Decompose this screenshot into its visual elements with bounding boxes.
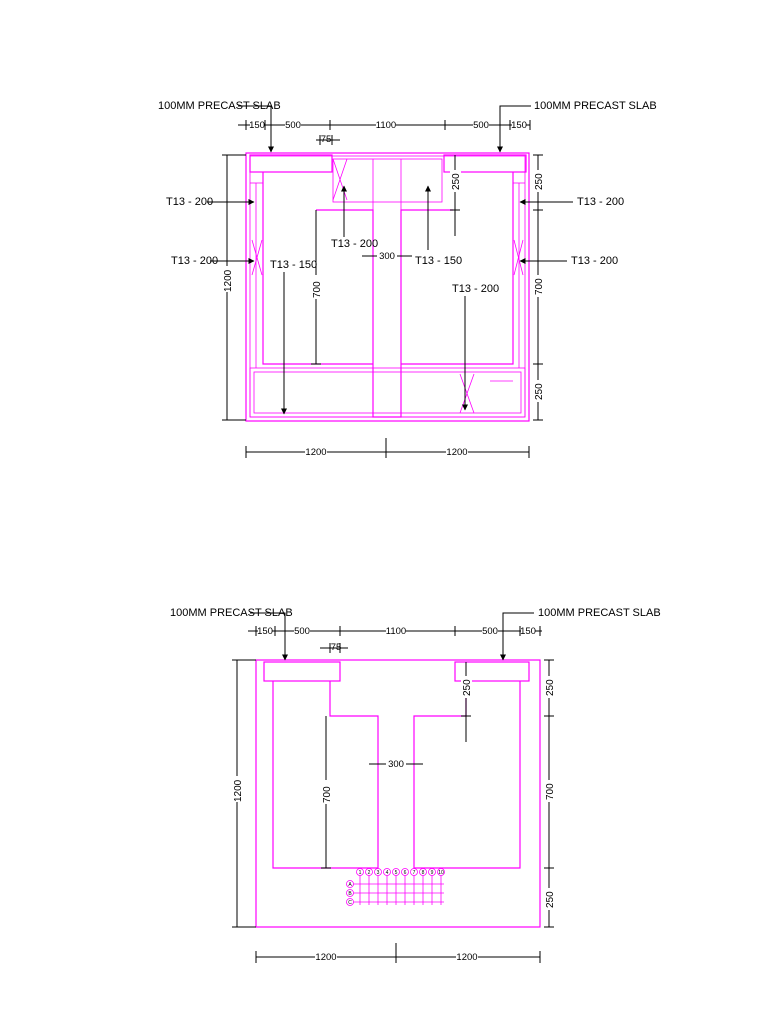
grid-row-bubble [346,889,354,897]
bottom-dim-1200-height: 1200 [233,779,244,802]
grid-row-label: C [348,900,352,906]
grid-row-bubble [346,898,354,906]
top-slab-label-left: 100MM PRECAST SLAB [158,100,281,112]
top-dim-250-bottom: 250 [534,383,545,400]
top-dim-500-right: 500 [473,120,489,131]
bottom-dim-150-left: 150 [257,626,273,637]
grid-column-label: 6 [404,870,407,876]
bottom-slab-label-left: 100MM PRECAST SLAB [170,607,293,619]
top-dim-1100: 1100 [376,120,396,131]
top-slab-right [443,154,527,173]
grid-column-bubble [374,868,382,876]
grid-column-label: 3 [377,870,380,876]
top-pier-cap [332,158,443,203]
bottom-dim-500-left: 500 [294,626,310,637]
bottom-dim-1200-right: 1200 [456,952,477,963]
grid-row-label: A [348,882,352,888]
bottom-dim-250-bottom: 250 [545,891,556,908]
grid-column-bubble [410,868,418,876]
bottom-slab-label-right: 100MM PRECAST SLAB [538,607,661,619]
grid-column-label: 5 [395,870,398,876]
bottom-chamber-left [272,681,379,869]
grid-column-bubble [428,868,436,876]
top-slab-label-right: 100MM PRECAST SLAB [534,100,657,112]
grid-column-label: 9 [431,870,434,876]
grid-column-bubble [365,868,373,876]
top-slab-left [249,154,333,173]
bottom-dim-250-right: 250 [545,679,556,696]
grid-column-bubble [383,868,391,876]
top-dim-500-left: 500 [285,120,301,131]
bottom-dim-150-right: 150 [520,626,536,637]
top-chamber-left [262,172,373,365]
bottom-chamber-right [413,681,521,869]
top-dim-700-right: 700 [534,278,545,295]
top-rebar-label-8: T13 - 200 [452,283,499,295]
grid-column-label: 1 [359,870,362,876]
top-dim-1200-height: 1200 [223,269,234,292]
grid-column-bubble [437,868,445,876]
top-rebar-label-3: T13 - 200 [171,255,218,267]
top-dim-150-right: 150 [511,120,527,131]
top-section-drawing: 150 500 1100 500 150 75 100MM PRECAST SL… [158,100,657,458]
top-dim-1200-right: 1200 [446,447,467,458]
grid-column-label: 4 [386,870,389,876]
top-base-slab [249,367,526,418]
grid-column-bubble [392,868,400,876]
grid-row-label: B [348,891,352,897]
top-dim-1200-left: 1200 [305,447,326,458]
bottom-dim-700-right: 700 [545,783,556,800]
grid-column-label: 10 [438,870,444,876]
top-dim-150-left: 150 [249,120,265,131]
bottom-dim-700-left: 700 [322,786,333,803]
bottom-dim-250-inner: 250 [462,679,473,696]
bottom-dim-500-right: 500 [482,626,498,637]
top-rebar-label-6: T13 - 200 [331,238,378,250]
bottom-slab-left [263,661,341,682]
bottom-slab-right [454,661,530,682]
grid-column-label: 7 [413,870,416,876]
grid-column-label: 8 [422,870,425,876]
bottom-outer-wall [255,659,541,928]
bottom-dim-1200-left: 1200 [315,952,336,963]
bottom-dim-300: 300 [388,759,404,770]
top-dim-75: 75 [321,134,332,145]
grid-column-bubble [356,868,364,876]
top-rebar-label-7: T13 - 150 [415,255,462,267]
top-rebar-label-4: T13 - 200 [571,255,618,267]
top-rebar-label-1: T13 - 200 [166,196,213,208]
top-dim-250-right: 250 [534,173,545,190]
top-chamber-right [401,172,514,365]
grid-column-bubble [401,868,409,876]
bottom-dim-1100: 1100 [386,626,406,637]
top-dim-700-left: 700 [312,281,323,298]
top-rebar-label-2: T13 - 200 [577,196,624,208]
bottom-dim-75: 75 [331,642,342,653]
top-dim-250-inner: 250 [451,173,462,190]
top-dim-300: 300 [379,251,395,262]
top-outer-wall [245,152,530,422]
grid-column-bubble [419,868,427,876]
top-rebar-label-5: T13 - 150 [270,259,317,271]
grid-column-label: 2 [368,870,371,876]
grid-row-bubble [346,880,354,888]
